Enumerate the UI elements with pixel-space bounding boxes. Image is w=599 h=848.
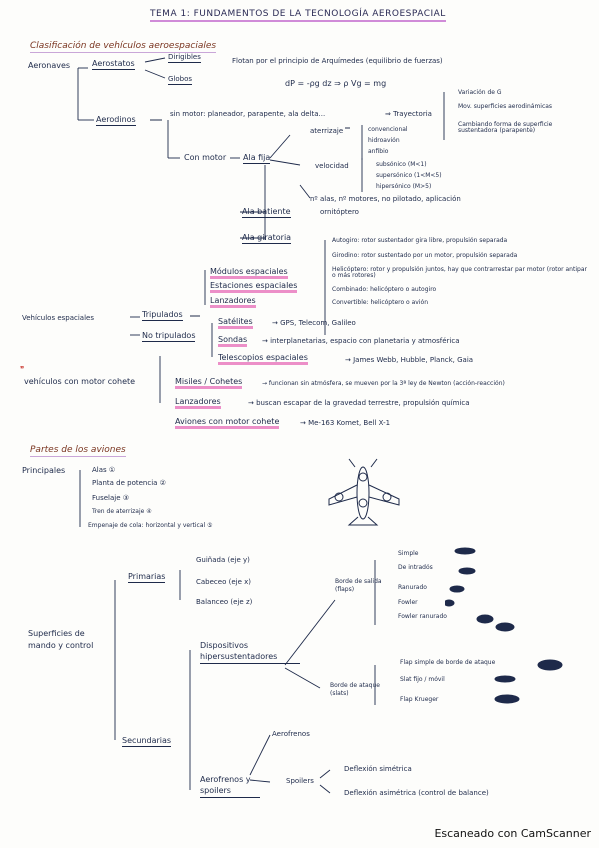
lanzadores-espaciales: Lanzadores <box>210 297 256 308</box>
sondas-label: Sondas <box>218 336 248 347</box>
vehiculos-espaciales-label: Vehículos espaciales <box>22 314 94 322</box>
tray-note-3: Cambiando forma de superficie sustentado… <box>458 121 553 134</box>
estaciones-espaciales: Estaciones espaciales <box>210 282 298 293</box>
ala-giratoria-label: Ala giratoria <box>242 233 292 244</box>
slat-item-3: Flap Krueger <box>400 696 439 703</box>
borde-salida-label: Borde de salida (flaps) <box>335 578 382 594</box>
aviones-cohete-label: Aviones con motor cohete <box>175 418 280 429</box>
secundarias-label: Secundarias <box>122 736 172 747</box>
ala-batiente-label: Ala batiente <box>242 207 291 218</box>
dirigibles-label: Dirigibles <box>168 53 201 63</box>
lanzadores-desc: → buscan escapar de la gravedad terrestr… <box>248 399 470 407</box>
flap-item-5: Fowler ranurado <box>398 613 447 620</box>
tray-note-1: Variación de G <box>458 89 502 96</box>
no-tripulados-label: No tripulados <box>142 331 196 342</box>
scanner-watermark: Escaneado con CamScanner <box>434 827 591 840</box>
primaria-item-3: Balanceo (eje z) <box>196 598 253 606</box>
superficies-label: Superficies de mando y control <box>28 629 94 650</box>
aterrizaje-item-2: hidroavión <box>368 137 400 144</box>
trayectoria-label: ⇒ Trayectoria <box>385 110 432 118</box>
flap-item-2: De intradós <box>398 564 433 571</box>
borde-ataque-label: Borde de ataque (slats) <box>330 682 380 698</box>
ala-fija-label: Ala fija <box>243 153 271 164</box>
parte-item-1: Alas ① <box>92 466 116 474</box>
section-heading-partes: Partes de los aviones <box>30 445 126 457</box>
dispositivos-label: Dispositivos hipersustentadores <box>200 640 300 665</box>
spoiler-item-2: Deflexión asimétrica (control de balance… <box>344 789 489 797</box>
aviones-cohete-desc: → Me-163 Komet, Bell X-1 <box>300 419 391 427</box>
telescopios-desc: → James Webb, Hubble, Planck, Gaia <box>345 356 474 364</box>
sin-motor-label: sin motor: planeador, parapente, ala del… <box>170 110 326 118</box>
giratoria-item-5: Convertible: helicóptero o avión <box>332 299 428 306</box>
primaria-item-1: Guiñada (eje y) <box>196 556 250 564</box>
aerostatos-label: Aerostatos <box>92 59 135 70</box>
lanzadores-label: Lanzadores <box>175 398 221 409</box>
page-title: TEMA 1: FUNDAMENTOS DE LA TECNOLOGÍA AER… <box>150 10 446 22</box>
flap-item-3: Ranurado <box>398 584 427 591</box>
section-heading-clasificacion: Clasificación de vehículos aeroespaciale… <box>30 41 217 53</box>
giratoria-item-3: Helicóptero: rotor y propulsión juntos, … <box>332 266 587 279</box>
tray-note-2: Mov. superficies aerodinámicas <box>458 103 553 110</box>
telescopios-label: Telescopios espaciales <box>218 354 308 365</box>
velocidad-item-1: subsónico (M<1) <box>376 161 427 168</box>
velocidad-item-2: supersónico (1<M<5) <box>376 172 442 179</box>
aerodinos-label: Aerodinos <box>96 115 136 126</box>
parte-item-5: Empenaje de cola: horizontal y vertical … <box>88 522 213 529</box>
principales-label: Principales <box>22 466 66 475</box>
tripulados-label: Tripulados <box>142 310 183 321</box>
spoiler-item-1: Deflexión simétrica <box>344 765 412 773</box>
buoyancy-formula: dP = -ρg dz ⇒ ρ Vg = mg <box>285 79 387 88</box>
aerofrenos-spoilers-label: Aerofrenos y spoilers <box>200 774 260 799</box>
giratoria-item-2: Girodino: rotor sustentado por un motor,… <box>332 252 518 259</box>
misiles-label: Misiles / Cohetes <box>175 378 243 389</box>
velocidad-label: velocidad <box>315 162 349 170</box>
misiles-desc: → funcionan sin atmósfera, se mueven por… <box>262 380 505 387</box>
parte-item-4: Tren de aterrizaje ④ <box>92 508 152 515</box>
aterrizaje-label: aterrizaje <box>310 127 344 135</box>
giratoria-item-4: Combinado: helicóptero o autogiro <box>332 286 437 293</box>
aterrizaje-item-3: anfibio <box>368 148 389 155</box>
aterrizaje-item-1: convencional <box>368 126 408 133</box>
arquimedes-note: Flotan por el principio de Arquímedes (e… <box>232 57 443 65</box>
velocidad-item-3: hipersónico (M>5) <box>376 183 432 190</box>
globos-label: Globos <box>168 75 193 85</box>
satelites-label: Satélites <box>218 318 253 329</box>
primarias-label: Primarias <box>128 572 166 583</box>
cohete-marker: ❞ <box>20 365 25 374</box>
con-motor-label: Con motor <box>184 153 227 162</box>
slat-item-1: Flap simple de borde de ataque <box>400 659 496 666</box>
aerofrenos-top-label: Aerofrenos <box>272 730 310 738</box>
parte-item-3: Fuselaje ③ <box>92 494 130 502</box>
aeronaves-label: Aeronaves <box>28 61 71 70</box>
flap-item-1: Simple <box>398 550 419 557</box>
modulos-espaciales: Módulos espaciales <box>210 268 288 279</box>
aircraft-sketch-icon <box>328 458 400 526</box>
giratoria-item-1: Autogiro: rotor sustentador gira libre, … <box>332 237 508 244</box>
slat-item-2: Slat fijo / móvil <box>400 676 445 683</box>
flap-item-4: Fowler <box>398 599 418 606</box>
ornitoptero-label: ornitóptero <box>320 208 359 216</box>
parte-item-2: Planta de potencia ② <box>92 479 166 487</box>
otros-criterios: nº alas, nº motores, no pilotado, aplica… <box>310 195 461 203</box>
sondas-desc: → interplanetarias, espacio con planetar… <box>262 337 460 345</box>
spoilers-label: Spoilers <box>286 777 314 785</box>
airfoil-sketches-icon <box>445 547 563 704</box>
primaria-item-2: Cabeceo (eje x) <box>196 578 251 586</box>
cohete-label: vehículos con motor cohete <box>24 377 136 386</box>
satelites-desc: → GPS, Telecom, Galileo <box>272 319 356 327</box>
